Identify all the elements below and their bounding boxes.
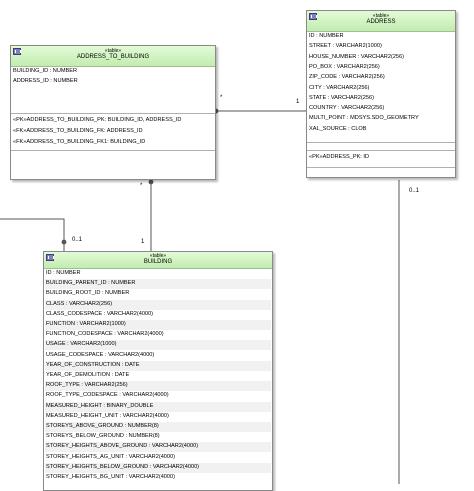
- table-header: «table» BUILDING: [44, 252, 272, 269]
- table-row: STREET : VARCHAR2(1000): [309, 43, 382, 50]
- table-row: ID : NUMBER: [309, 33, 344, 39]
- multiplicity-label: 0..1: [72, 237, 83, 243]
- multiplicity-label: *: [220, 95, 223, 101]
- table-row: «FK»ADDRESS_TO_BUILDING_FK1: BUILDING_ID: [13, 139, 146, 145]
- table-row: ADDRESS_ID : NUMBER: [13, 78, 78, 84]
- table-row: BUILDING_PARENT_ID : NUMBER: [46, 280, 136, 287]
- table-row: ROOF_TYPE_CODESPACE : VARCHAR2(4000): [46, 392, 169, 399]
- table-row: MULTI_POINT : MDSYS.SDO_GEOMETRY: [309, 115, 419, 122]
- row-band: [45, 340, 271, 351]
- building-table[interactable]: «table» BUILDING ID : NUMBER BUILDING_PAR…: [43, 251, 273, 491]
- compartment-divider: [307, 167, 455, 168]
- table-row: MEASURED_HEIGHT_UNIT : VARCHAR2(4000): [46, 412, 169, 419]
- table-row: STATE : VARCHAR2(256): [309, 94, 374, 101]
- table-row: STOREYS_ABOVE_GROUND : NUMBER(8): [46, 423, 159, 429]
- table-row: STOREY_HEIGHTS_AG_UNIT : VARCHAR2(4000): [46, 453, 176, 460]
- table-row: YEAR_OF_DEMOLITION : DATE: [46, 372, 130, 378]
- table-header: «table» ADDRESS: [307, 11, 455, 32]
- table-row: USAGE_CODESPACE : VARCHAR2(4000): [46, 351, 155, 358]
- row-band: [45, 279, 271, 290]
- row-band: [45, 442, 271, 453]
- table-row: BUILDING_ROOT_ID : NUMBER: [46, 290, 130, 297]
- table-row: FUNCTION_CODESPACE : VARCHAR2(4000): [46, 331, 164, 338]
- table-row: CITY : VARCHAR2(256): [309, 84, 370, 91]
- table-row: FUNCTION : VARCHAR2(1000): [46, 321, 126, 327]
- table-stereotype: «table»: [104, 48, 122, 54]
- table-row: «FK»ADDRESS_TO_BUILDING_FK: ADDRESS_ID: [13, 128, 143, 134]
- table-icon: [309, 13, 317, 20]
- table-stereotype: «table»: [372, 13, 390, 19]
- table-row: HOUSE_NUMBER : VARCHAR2(256): [309, 53, 405, 60]
- row-band: [45, 462, 271, 473]
- table-row: YEAR_OF_CONSTRUCTION : DATE: [46, 361, 140, 368]
- table-name: BUILDING: [143, 259, 173, 265]
- row-band: [45, 299, 271, 310]
- compartment-divider: [11, 150, 215, 151]
- connector-end-dot: [148, 179, 154, 185]
- multiplicity-label: 1: [141, 239, 145, 245]
- table-row: STOREYS_BELOW_GROUND : NUMBER(8): [46, 433, 160, 440]
- table-row: ZIP_CODE : VARCHAR2(256): [309, 74, 385, 81]
- connector-building-self: [0, 218, 65, 251]
- table-name: ADDRESS: [366, 19, 396, 25]
- table-name: ADDRESS_TO_BUILDING: [76, 54, 150, 60]
- address-to-building-table[interactable]: «table» ADDRESS_TO_BUILDING BUILDING_ID …: [10, 45, 216, 180]
- compartment-divider: [307, 150, 455, 151]
- table-row: «PK»ADDRESS_PK: ID: [309, 154, 370, 160]
- row-band: [45, 320, 271, 330]
- table-row: STOREY_HEIGHTS_ABOVE_GROUND : VARCHAR2(4…: [46, 443, 199, 450]
- multiplicity-label: 0..1: [409, 188, 420, 194]
- table-row: USAGE : VARCHAR2(1000): [46, 341, 117, 348]
- table-row: XAL_SOURCE : CLOB: [309, 125, 367, 132]
- row-band: [45, 360, 271, 371]
- address-table[interactable]: «table» ADDRESS ID : NUMBER STREET : VARC…: [306, 10, 456, 178]
- table-icon: [46, 254, 54, 261]
- connector-end-dot: [61, 239, 67, 245]
- table-stereotype: «table»: [149, 253, 167, 259]
- row-band: [45, 381, 271, 392]
- table-row: ROOF_TYPE : VARCHAR2(256): [46, 382, 128, 389]
- table-row: COUNTRY : VARCHAR2(256): [309, 105, 385, 112]
- compartment-divider: [11, 113, 215, 114]
- table-row: «PK»ADDRESS_TO_BUILDING_PK: BUILDING_ID,…: [13, 117, 182, 123]
- row-band: [45, 401, 271, 412]
- table-row: BUILDING_ID : NUMBER: [13, 68, 78, 74]
- table-row: PO_BOX : VARCHAR2(256): [309, 63, 380, 70]
- table-icon: [13, 48, 21, 55]
- table-header: «table» ADDRESS_TO_BUILDING: [11, 46, 215, 67]
- table-row: STOREY_HEIGHTS_BELOW_GROUND : VARCHAR2(4…: [46, 463, 200, 470]
- row-band: [45, 422, 271, 432]
- table-row: STOREY_HEIGHTS_BG_UNIT : VARCHAR2(4000): [46, 474, 176, 480]
- table-row: CLASS : VARCHAR2(256): [46, 300, 113, 307]
- compartment-divider: [307, 142, 455, 143]
- table-row: MEASURED_HEIGHT : BINARY_DOUBLE: [46, 402, 154, 409]
- multiplicity-label: *: [140, 183, 143, 189]
- table-row: CLASS_CODESPACE : VARCHAR2(4000): [46, 310, 154, 317]
- multiplicity-label: 1: [296, 99, 300, 105]
- table-row: ID : NUMBER: [46, 270, 81, 276]
